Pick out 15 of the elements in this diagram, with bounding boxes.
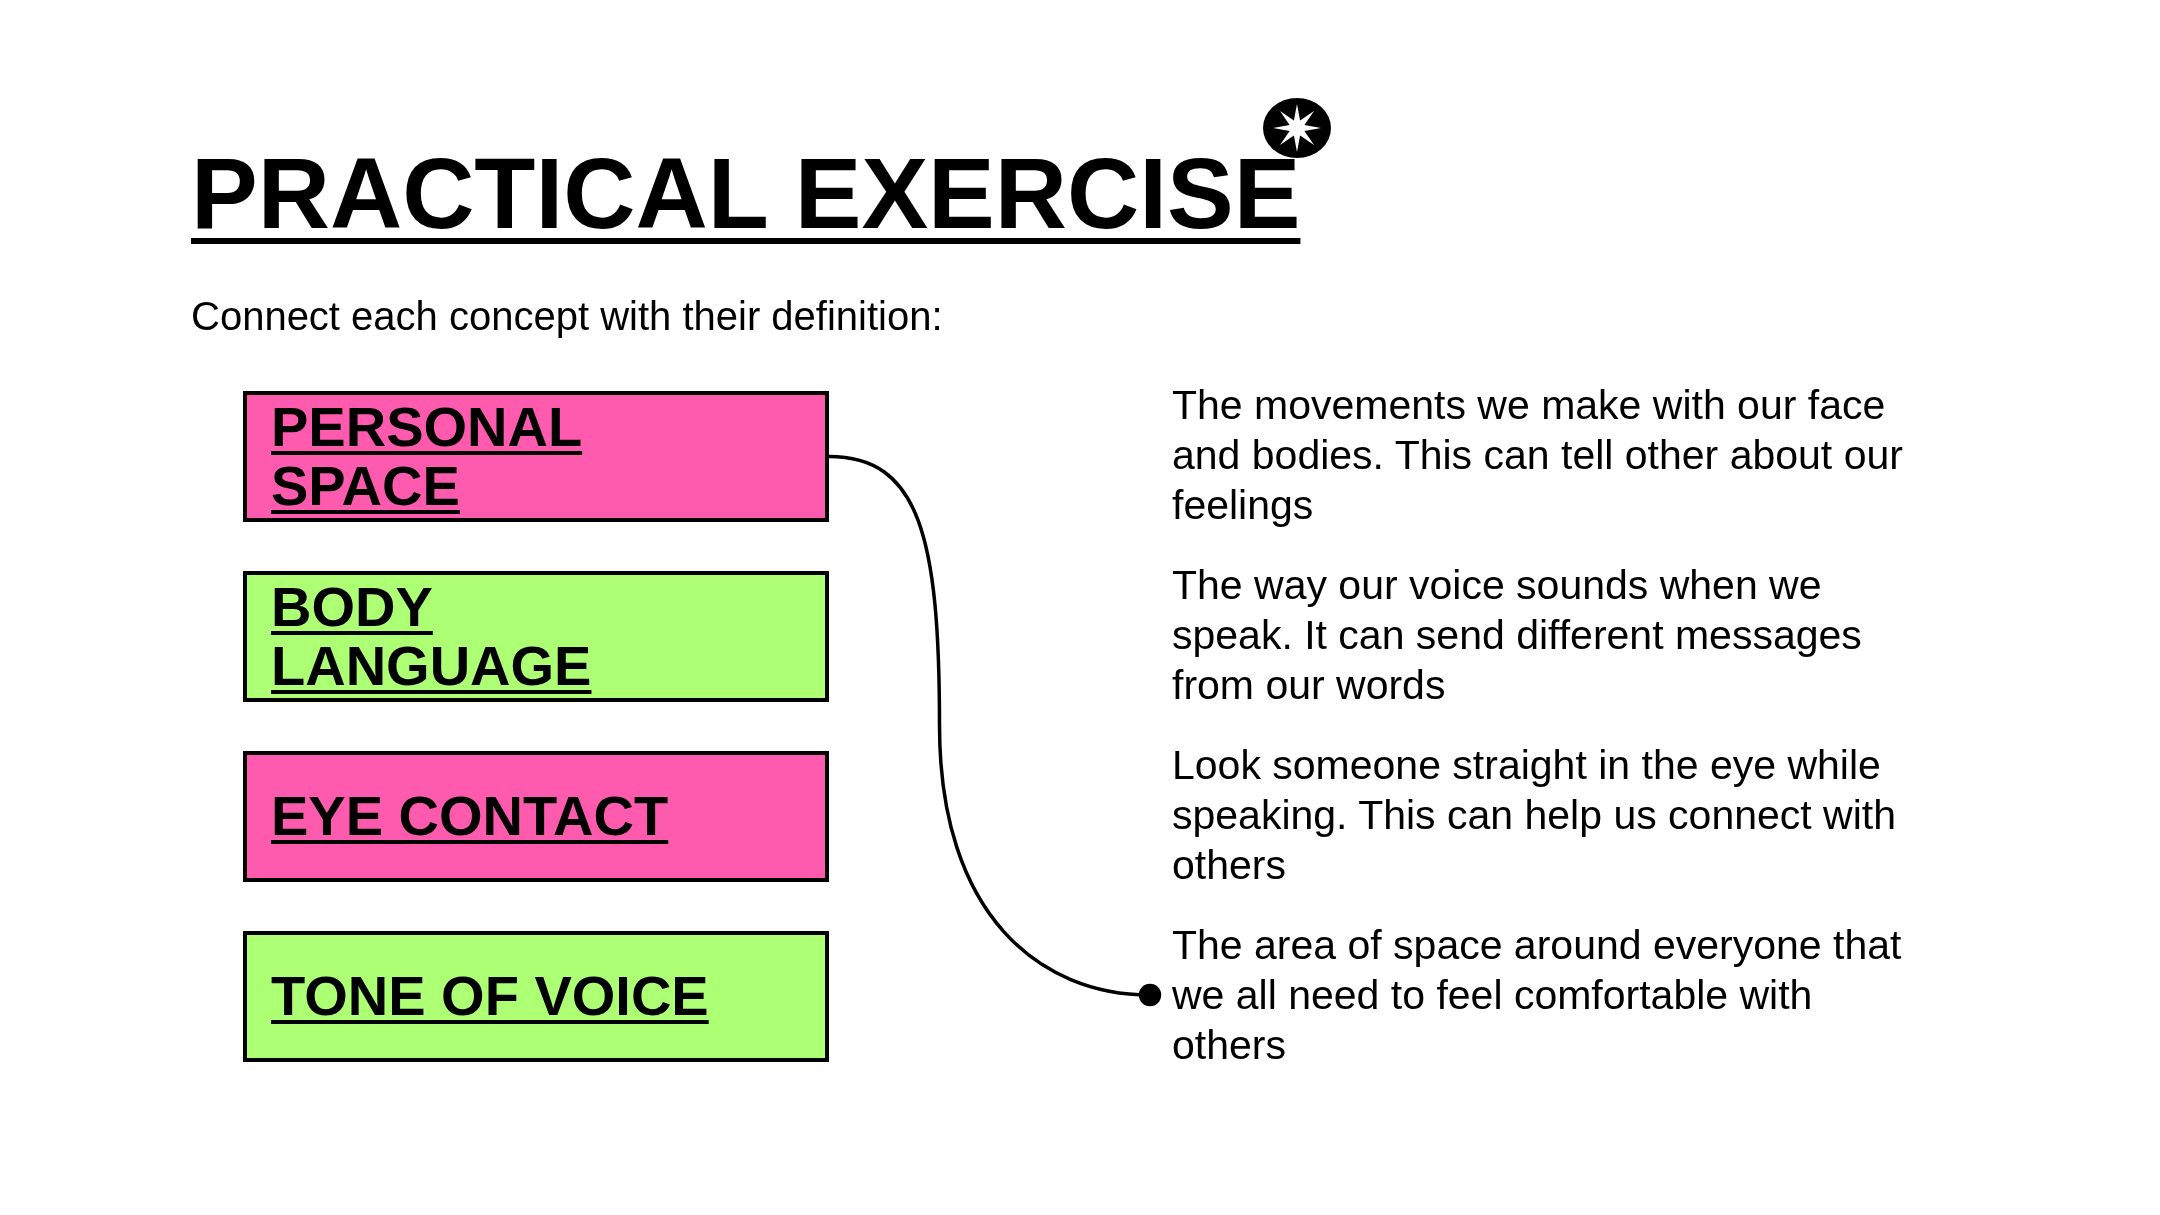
concept-label: TONE OF VOICE bbox=[270, 967, 710, 1026]
definition-text: The way our voice sounds when we speak. It can send different messages from our words bbox=[1150, 560, 1922, 710]
definition-text: Look someone straight in the eye while speaking. This can help us connect with others bbox=[1150, 740, 1922, 890]
definition-text: The area of space around everyone that we all need to feel comfortable with others bbox=[1150, 920, 1922, 1070]
concept-label: PERSONAL SPACE bbox=[270, 397, 584, 516]
concept-label: BODY LANGUAGE bbox=[270, 577, 593, 696]
concept-box bbox=[243, 391, 829, 522]
concept-box bbox=[243, 571, 829, 702]
concept-box bbox=[243, 931, 829, 1062]
concept-box bbox=[243, 751, 829, 882]
title: PRACTICAL EXERCISE bbox=[191, 138, 1301, 248]
instruction-text: Connect each concept with their definition: bbox=[191, 294, 943, 339]
connector-line bbox=[828, 454, 1162, 1007]
definition-text: The movements we make with our face and bodies. This can tell other about our feelings bbox=[1150, 380, 1922, 530]
concept-label: EYE CONTACT bbox=[270, 787, 670, 846]
